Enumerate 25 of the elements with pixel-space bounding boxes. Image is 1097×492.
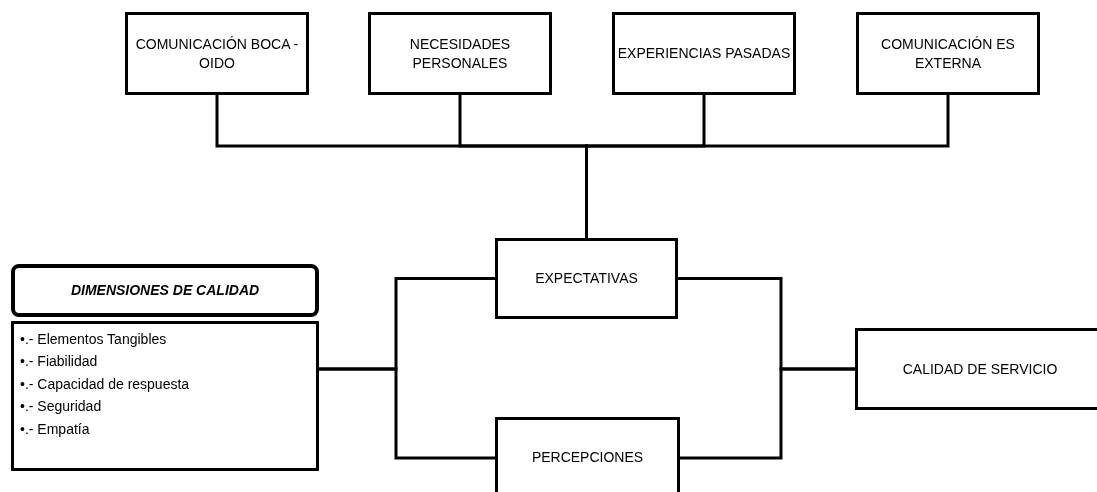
process-box	[495, 238, 678, 319]
box-label: EXPERIENCIAS PASADAS	[617, 44, 791, 63]
connector-line	[585, 95, 950, 238]
box-label: PERCEPCIONES	[531, 447, 644, 467]
list-item: •.- Seguridad	[20, 397, 102, 417]
box-label: DIMENSIONES DE CALIDAD	[70, 281, 260, 300]
list-item: •.- Fiabilidad	[20, 352, 98, 372]
list-item: •.- Empatía	[20, 419, 90, 439]
process-box	[368, 12, 552, 95]
connector-line	[680, 367, 855, 460]
process-box	[495, 417, 680, 492]
box-label: COMUNICACIÓN ES EXTERNA	[880, 34, 1016, 73]
box-label: NECESIDADES PERSONALES	[408, 34, 512, 73]
box-label: CALIDAD DE SERVICIO	[902, 359, 1058, 379]
box-label: COMUNICACIÓN BOCA - OIDO	[134, 34, 300, 73]
process-box	[125, 12, 309, 95]
heading-box	[11, 264, 319, 317]
list-item: •.- Elementos Tangibles	[20, 330, 167, 349]
process-box	[855, 328, 1097, 410]
process-box	[612, 12, 796, 95]
list-item: •.- Capacidad de respuesta	[20, 374, 190, 394]
list-box	[11, 321, 319, 471]
box-label: EXPECTATIVAS	[535, 269, 638, 288]
process-box	[856, 12, 1040, 95]
connector-line	[319, 367, 495, 460]
